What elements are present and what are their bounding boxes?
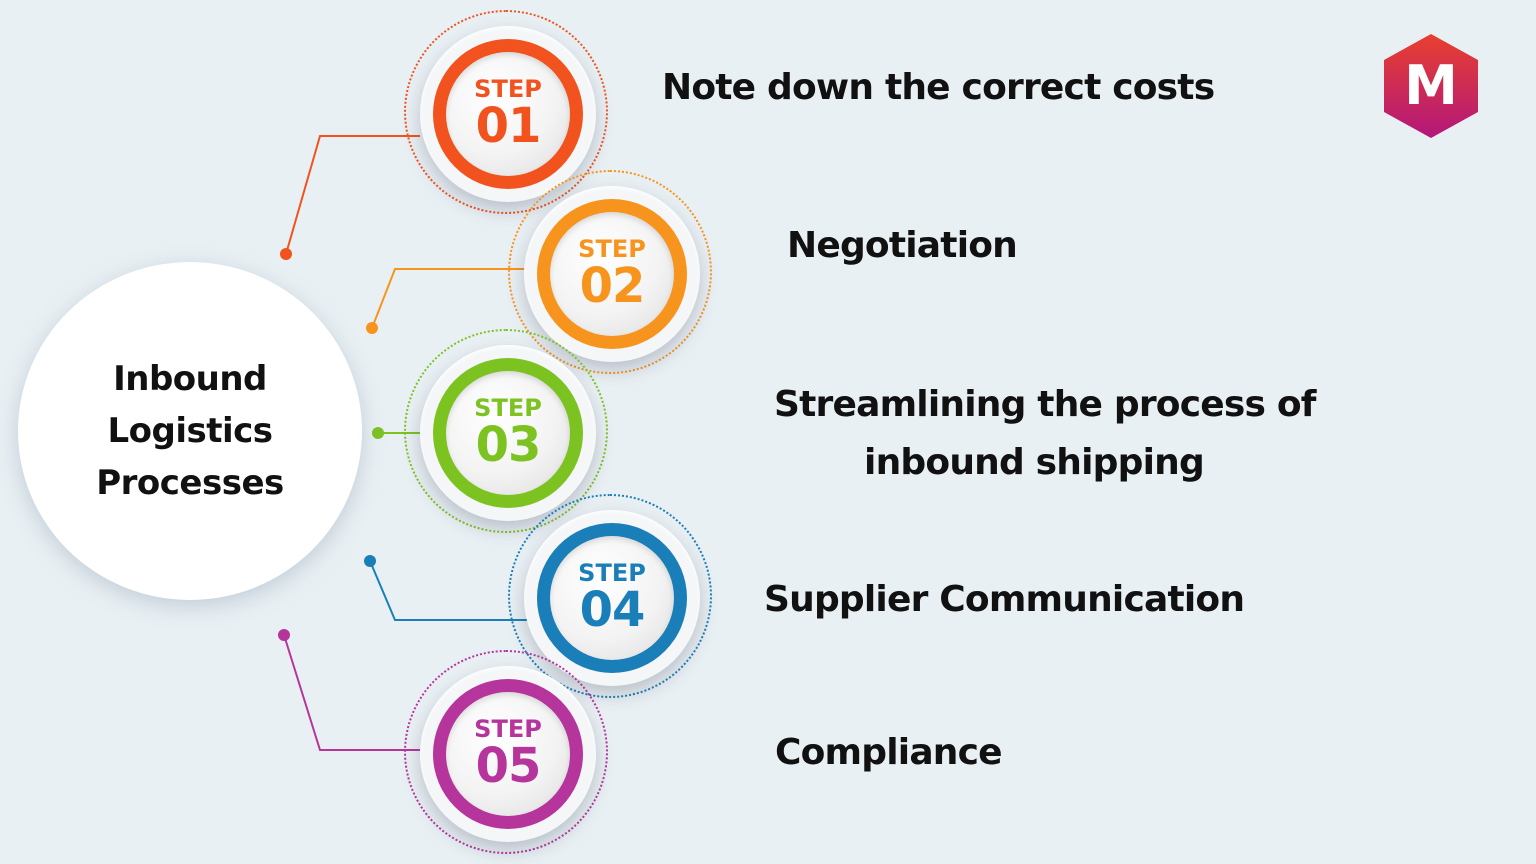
step-badge-halo — [508, 494, 712, 698]
step-badge-inner: STEP 01 — [446, 52, 570, 176]
step-word: STEP — [578, 235, 646, 263]
step-label-03-line-1: Streamlining the process of — [774, 384, 1316, 425]
step-badge-halo — [404, 10, 608, 214]
step-label-05: Compliance — [775, 732, 1003, 773]
step-badge-inner: STEP 03 — [446, 371, 570, 495]
step-word: STEP — [578, 559, 646, 587]
connector-step-02 — [371, 268, 527, 329]
hub-title-line-2: Logistics Processes — [96, 411, 284, 503]
hub-title: Inbound Logistics Processes — [18, 353, 362, 509]
connector-dot-01 — [280, 248, 292, 260]
connector-step-01 — [285, 135, 420, 255]
step-number: 01 — [475, 98, 542, 154]
step-badge-halo — [508, 170, 712, 374]
step-word: STEP — [474, 394, 542, 422]
connector-step-05 — [283, 634, 420, 751]
hub-circle: Inbound Logistics Processes — [18, 262, 362, 600]
brand-logo: M — [1384, 34, 1478, 138]
step-number: 03 — [475, 417, 542, 473]
connector-dot-04 — [364, 555, 376, 567]
connector-dot-05 — [278, 629, 290, 641]
step-word: STEP — [474, 75, 542, 103]
step-word: STEP — [474, 715, 542, 743]
step-label-03: Streamlining the process of inbound ship… — [774, 376, 1316, 492]
step-number: 02 — [579, 258, 646, 314]
connector-step-04 — [369, 560, 527, 621]
step-badge-inner: STEP 04 — [550, 536, 674, 660]
step-badge-03: STEP 03 — [404, 329, 608, 533]
step-badge-halo — [404, 650, 608, 854]
step-label-03-line-2: inbound shipping — [864, 442, 1205, 483]
connector-dot-02 — [366, 322, 378, 334]
step-badge-01: STEP 01 — [404, 10, 608, 214]
step-label-04: Supplier Communication — [764, 579, 1245, 620]
brand-logo-hexagon — [1384, 34, 1478, 138]
step-badge-04: STEP 04 — [508, 494, 712, 698]
step-badge-02: STEP 02 — [508, 170, 712, 374]
step-badge-05: STEP 05 — [404, 650, 608, 854]
connector-dot-03 — [372, 427, 384, 439]
brand-logo-letter: M — [1404, 54, 1458, 117]
step-badge-inner: STEP 05 — [446, 692, 570, 816]
hub-title-line-1: Inbound — [113, 359, 267, 399]
step-badge-halo — [404, 329, 608, 533]
step-number: 04 — [579, 582, 646, 638]
step-label-01: Note down the correct costs — [662, 67, 1215, 108]
step-label-02: Negotiation — [787, 225, 1018, 266]
step-number: 05 — [475, 738, 542, 794]
step-badge-inner: STEP 02 — [550, 212, 674, 336]
